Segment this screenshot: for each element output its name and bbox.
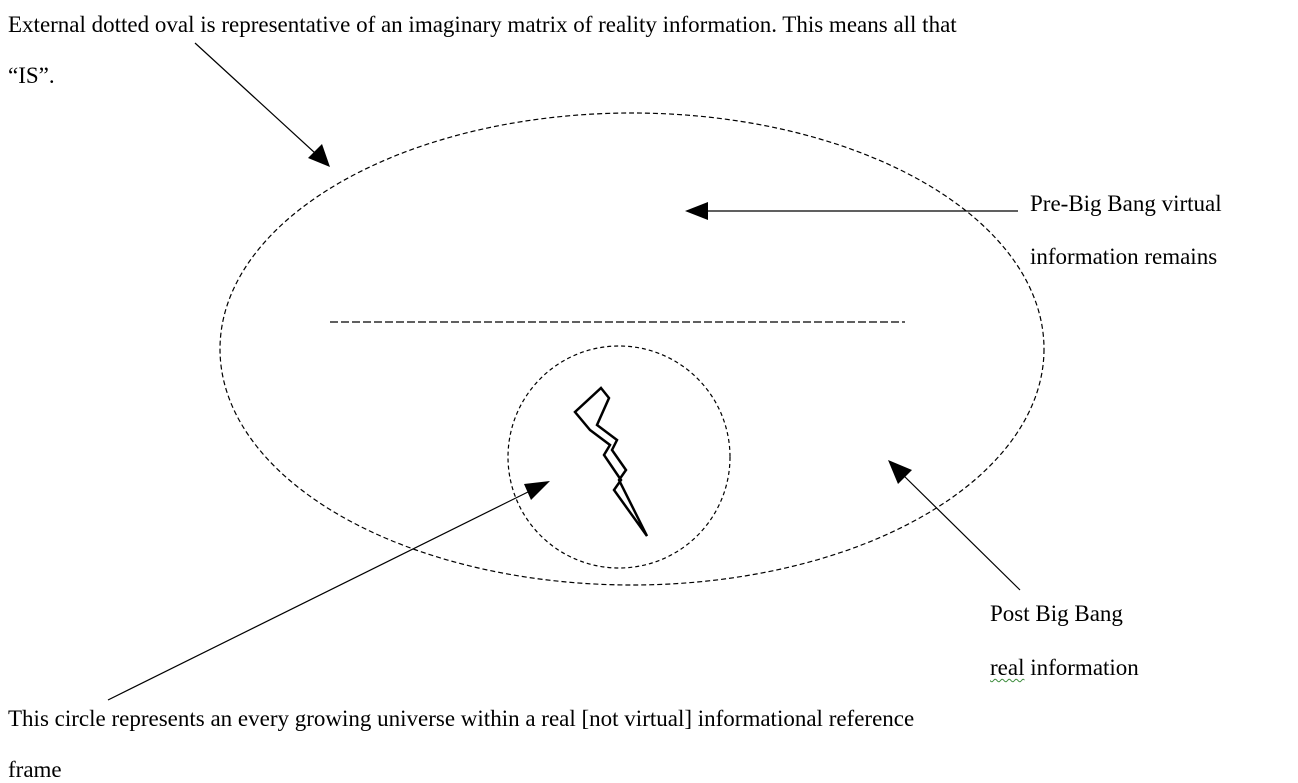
arrow-top-to-oval xyxy=(194,42,328,165)
top-annotation-line-1: External dotted oval is representative o… xyxy=(8,12,957,37)
pre-big-bang-label-line-2: information remains xyxy=(1030,244,1218,269)
bottom-annotation-line-2: frame xyxy=(8,757,62,782)
post-big-bang-label-line-2: real information xyxy=(990,656,1139,679)
top-annotation-line-2: “IS”. xyxy=(8,63,55,88)
lightning-bolt-icon xyxy=(573,386,649,537)
post-big-bang-label-line-1: Post Big Bang xyxy=(990,601,1123,626)
outer-dotted-oval xyxy=(219,112,1045,586)
bottom-annotation-line-1: This circle represents an every growing … xyxy=(8,706,915,731)
inner-dotted-circle xyxy=(507,345,731,569)
spellcheck-word-real: real xyxy=(990,655,1025,680)
arrow-bottom-to-circle xyxy=(107,489,533,701)
arrowhead-bottom xyxy=(524,481,550,500)
arrow-post-big-bang xyxy=(899,471,1021,591)
arrowhead-pre-big-bang xyxy=(685,202,708,220)
arrowhead-top xyxy=(308,144,330,167)
post-big-bang-label-rest: information xyxy=(1024,655,1139,680)
arrowhead-post-big-bang xyxy=(888,460,912,484)
pre-big-bang-label-line-1: Pre-Big Bang virtual xyxy=(1030,191,1222,216)
